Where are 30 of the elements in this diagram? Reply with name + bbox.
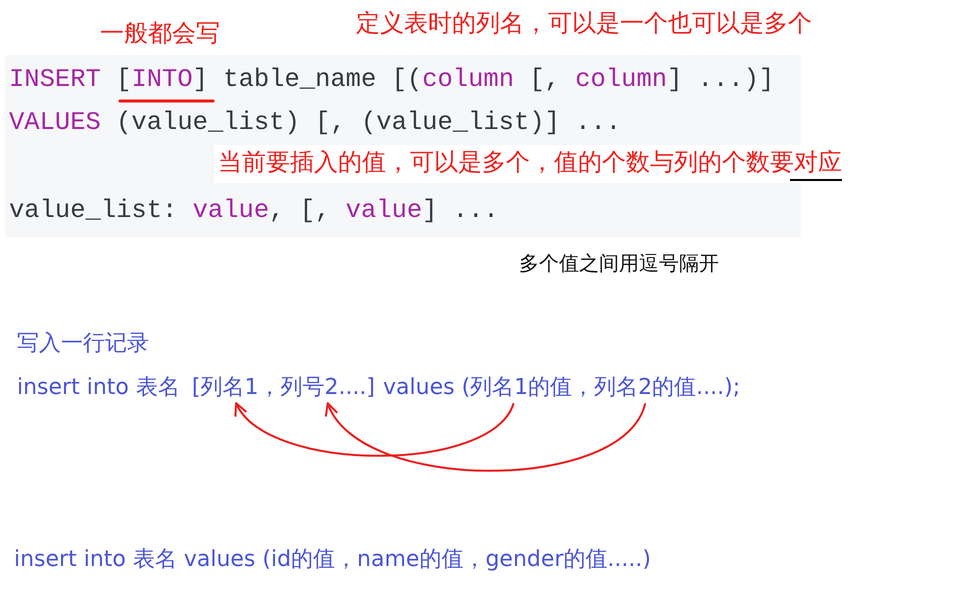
sql-statement: insert into 表名 values (id的值，name的值，gender的值.....) [14, 546, 651, 574]
code-keyword: INTO [131, 65, 193, 95]
code-text: [, [529, 65, 560, 95]
sql-fragment: insert into 表名 [17, 375, 180, 400]
code-text: ] ... [422, 196, 499, 226]
annotation-text: 多个值之间用逗号隔开 [519, 251, 719, 276]
sql-fragment: 列名2的值....); [594, 375, 740, 400]
code-text: [ [116, 65, 132, 95]
sql-fragment: 列名1的值， [470, 375, 594, 400]
section-heading: 写入一行记录 [17, 330, 149, 358]
sql-fragment: [列名1， [192, 375, 280, 400]
code-text: (value_list) [, (value_list)] ... [116, 108, 622, 138]
curved-arrow [235, 402, 514, 457]
code-text: , [, [269, 196, 330, 226]
code-text: ] [192, 65, 208, 95]
annotation-text: 一般都会写 [100, 18, 220, 48]
sql-fragment: values ( [383, 375, 470, 400]
code-text: value_list: [9, 196, 178, 226]
annotation-text: 定义表时的列名，可以是一个也可以是多个 [356, 8, 812, 38]
curved-arrow [326, 402, 646, 472]
code-keyword: VALUES [9, 108, 101, 138]
sql-fragment: 列号2....] [280, 375, 376, 400]
code-keyword: column [575, 65, 668, 95]
code-keyword: value [346, 196, 422, 226]
code-keyword: column [422, 65, 514, 95]
code-text: table_name [( [223, 65, 422, 95]
code-text: ] ...)] [667, 65, 774, 95]
annotation-text: 当前要插入的值，可以是多个，值的个数与列的个数要对应 [214, 145, 844, 183]
code-keyword: value [192, 196, 270, 226]
code-keyword: INSERT [9, 65, 101, 95]
